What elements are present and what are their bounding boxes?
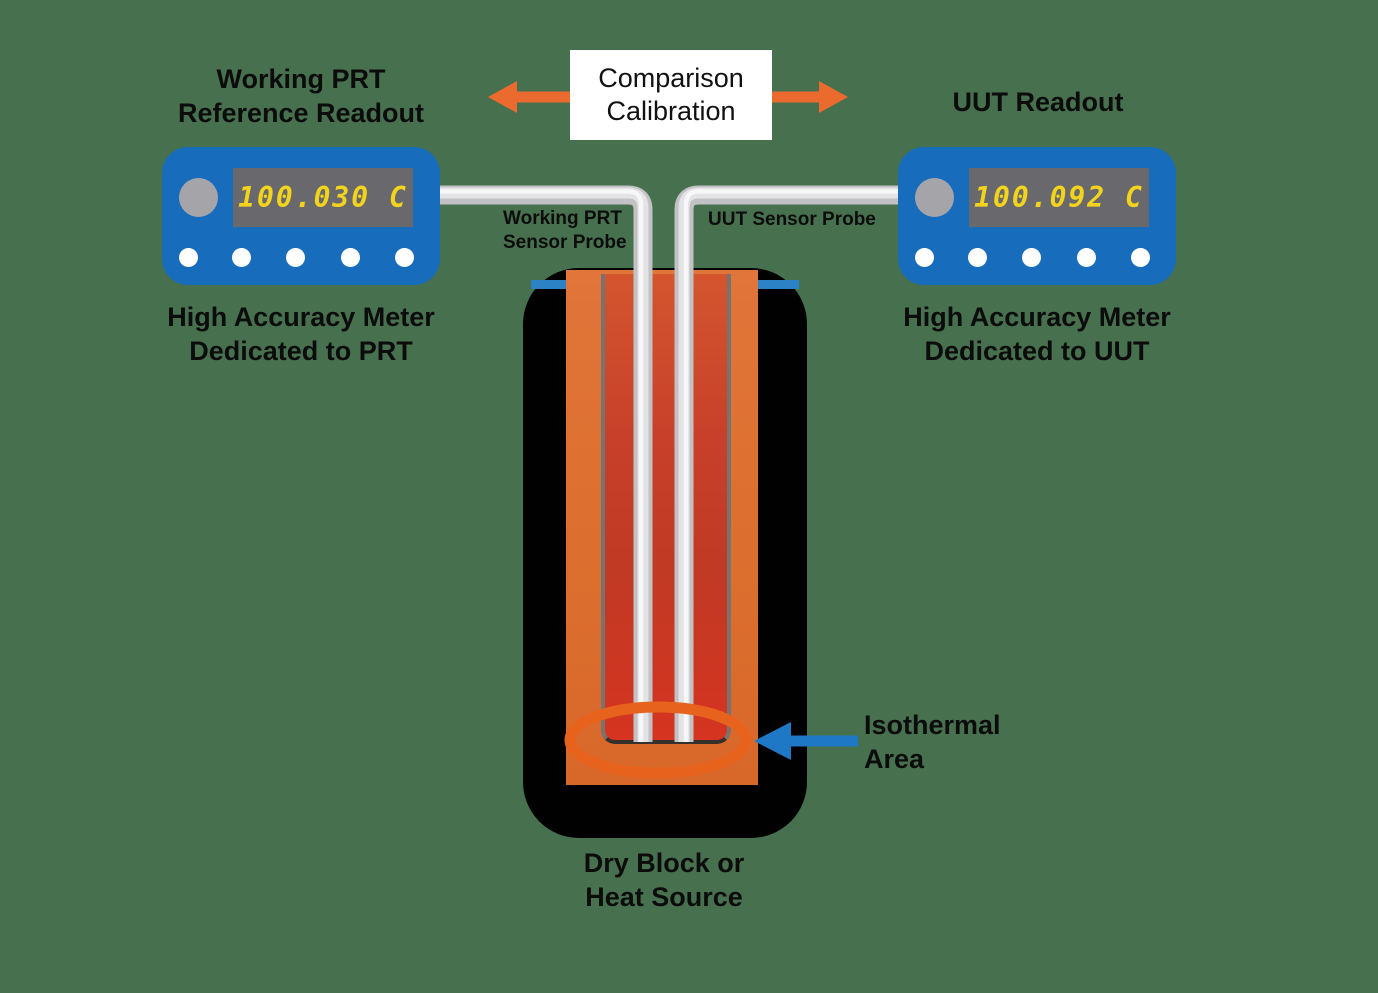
meter-button-dot [286,248,305,267]
uut-meter-reading: 100.092 C [974,181,1144,214]
prt-meter-reading: 100.030 C [238,181,408,214]
meter-button-dot [1077,248,1096,267]
meter-button-dot [232,248,251,267]
power-knob-icon [915,178,954,217]
meter-button-dot [915,248,934,267]
calibration-arrow-right-icon [772,81,848,113]
calibration-arrow-left-icon [488,81,572,113]
meter-button-dot [968,248,987,267]
prt-reference-meter: 100.030 C [162,147,440,285]
power-knob-icon [179,178,218,217]
right-meter-title: UUT Readout [952,87,1124,117]
meter-button-dot [179,248,198,267]
meter-button-dot [1022,248,1041,267]
comparison-label-line1: Comparison [598,63,744,93]
isothermal-area-label: Isothermal Area [864,710,1001,774]
uut-meter: 100.092 C [898,147,1176,285]
meter-button-dot [395,248,414,267]
uut-probe-label: UUT Sensor Probe [708,209,876,230]
working-prt-probe-label: Working PRT Sensor Probe [503,208,627,253]
meter-button-dot [341,248,360,267]
meter-button-dot [1131,248,1150,267]
comparison-calibration-box: Comparison Calibration [570,50,772,140]
dry-block-well [601,274,731,744]
dry-block-label: Dry Block or Heat Source [583,848,745,912]
left-meter-title: Working PRT Reference Readout [177,64,425,128]
left-meter-caption: High Accuracy Meter Dedicated to PRT [167,302,435,366]
prt-meter-display: 100.030 C [233,168,413,227]
right-meter-caption: High Accuracy Meter Dedicated to UUT [903,302,1171,366]
uut-meter-display: 100.092 C [969,168,1149,227]
comparison-label-line2: Calibration [606,96,736,126]
